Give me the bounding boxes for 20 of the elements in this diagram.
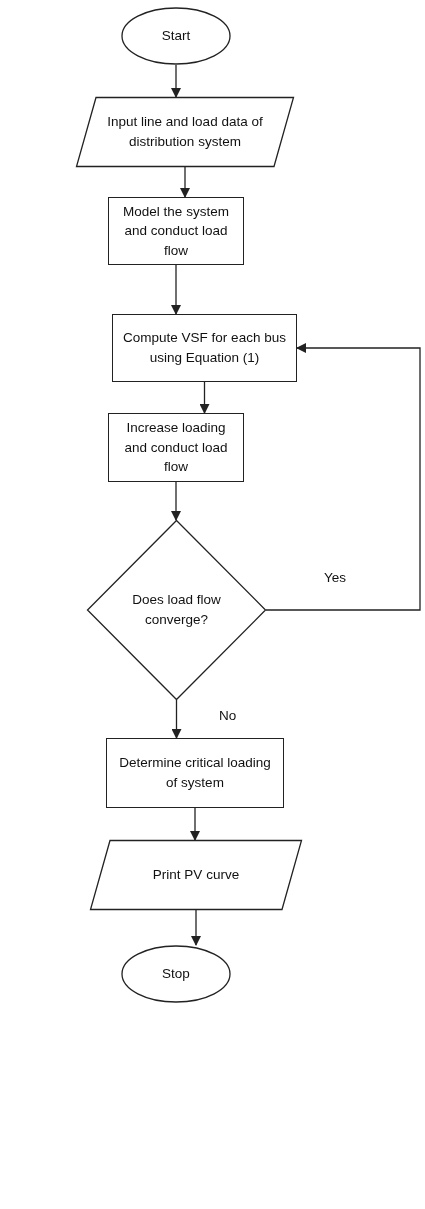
arrow (180, 166, 190, 198)
edge-label: Yes (322, 570, 349, 585)
decision-diamond: Does load flow converge? (87, 520, 266, 700)
arrow (171, 481, 181, 521)
process-box: Compute VSF for each bus using Equation (1) (112, 314, 297, 382)
arrow (265, 343, 421, 611)
start-terminal: Start (121, 7, 231, 65)
arrow (171, 699, 182, 739)
process-box: Model the system and conduct load flow (108, 197, 244, 265)
arrow (171, 64, 181, 98)
input-parallelogram: Input line and load data of distribution system (76, 97, 294, 167)
arrow (190, 807, 200, 841)
arrow (199, 381, 210, 414)
arrow (171, 264, 181, 315)
arrow (191, 909, 201, 946)
stop-terminal: Stop (121, 945, 231, 1003)
process-box: Increase loading and conduct load flow (108, 413, 244, 482)
output-parallelogram: Print PV curve (90, 840, 302, 910)
process-box: Determine critical loading of system (106, 738, 284, 808)
edge-label: No (217, 708, 239, 723)
